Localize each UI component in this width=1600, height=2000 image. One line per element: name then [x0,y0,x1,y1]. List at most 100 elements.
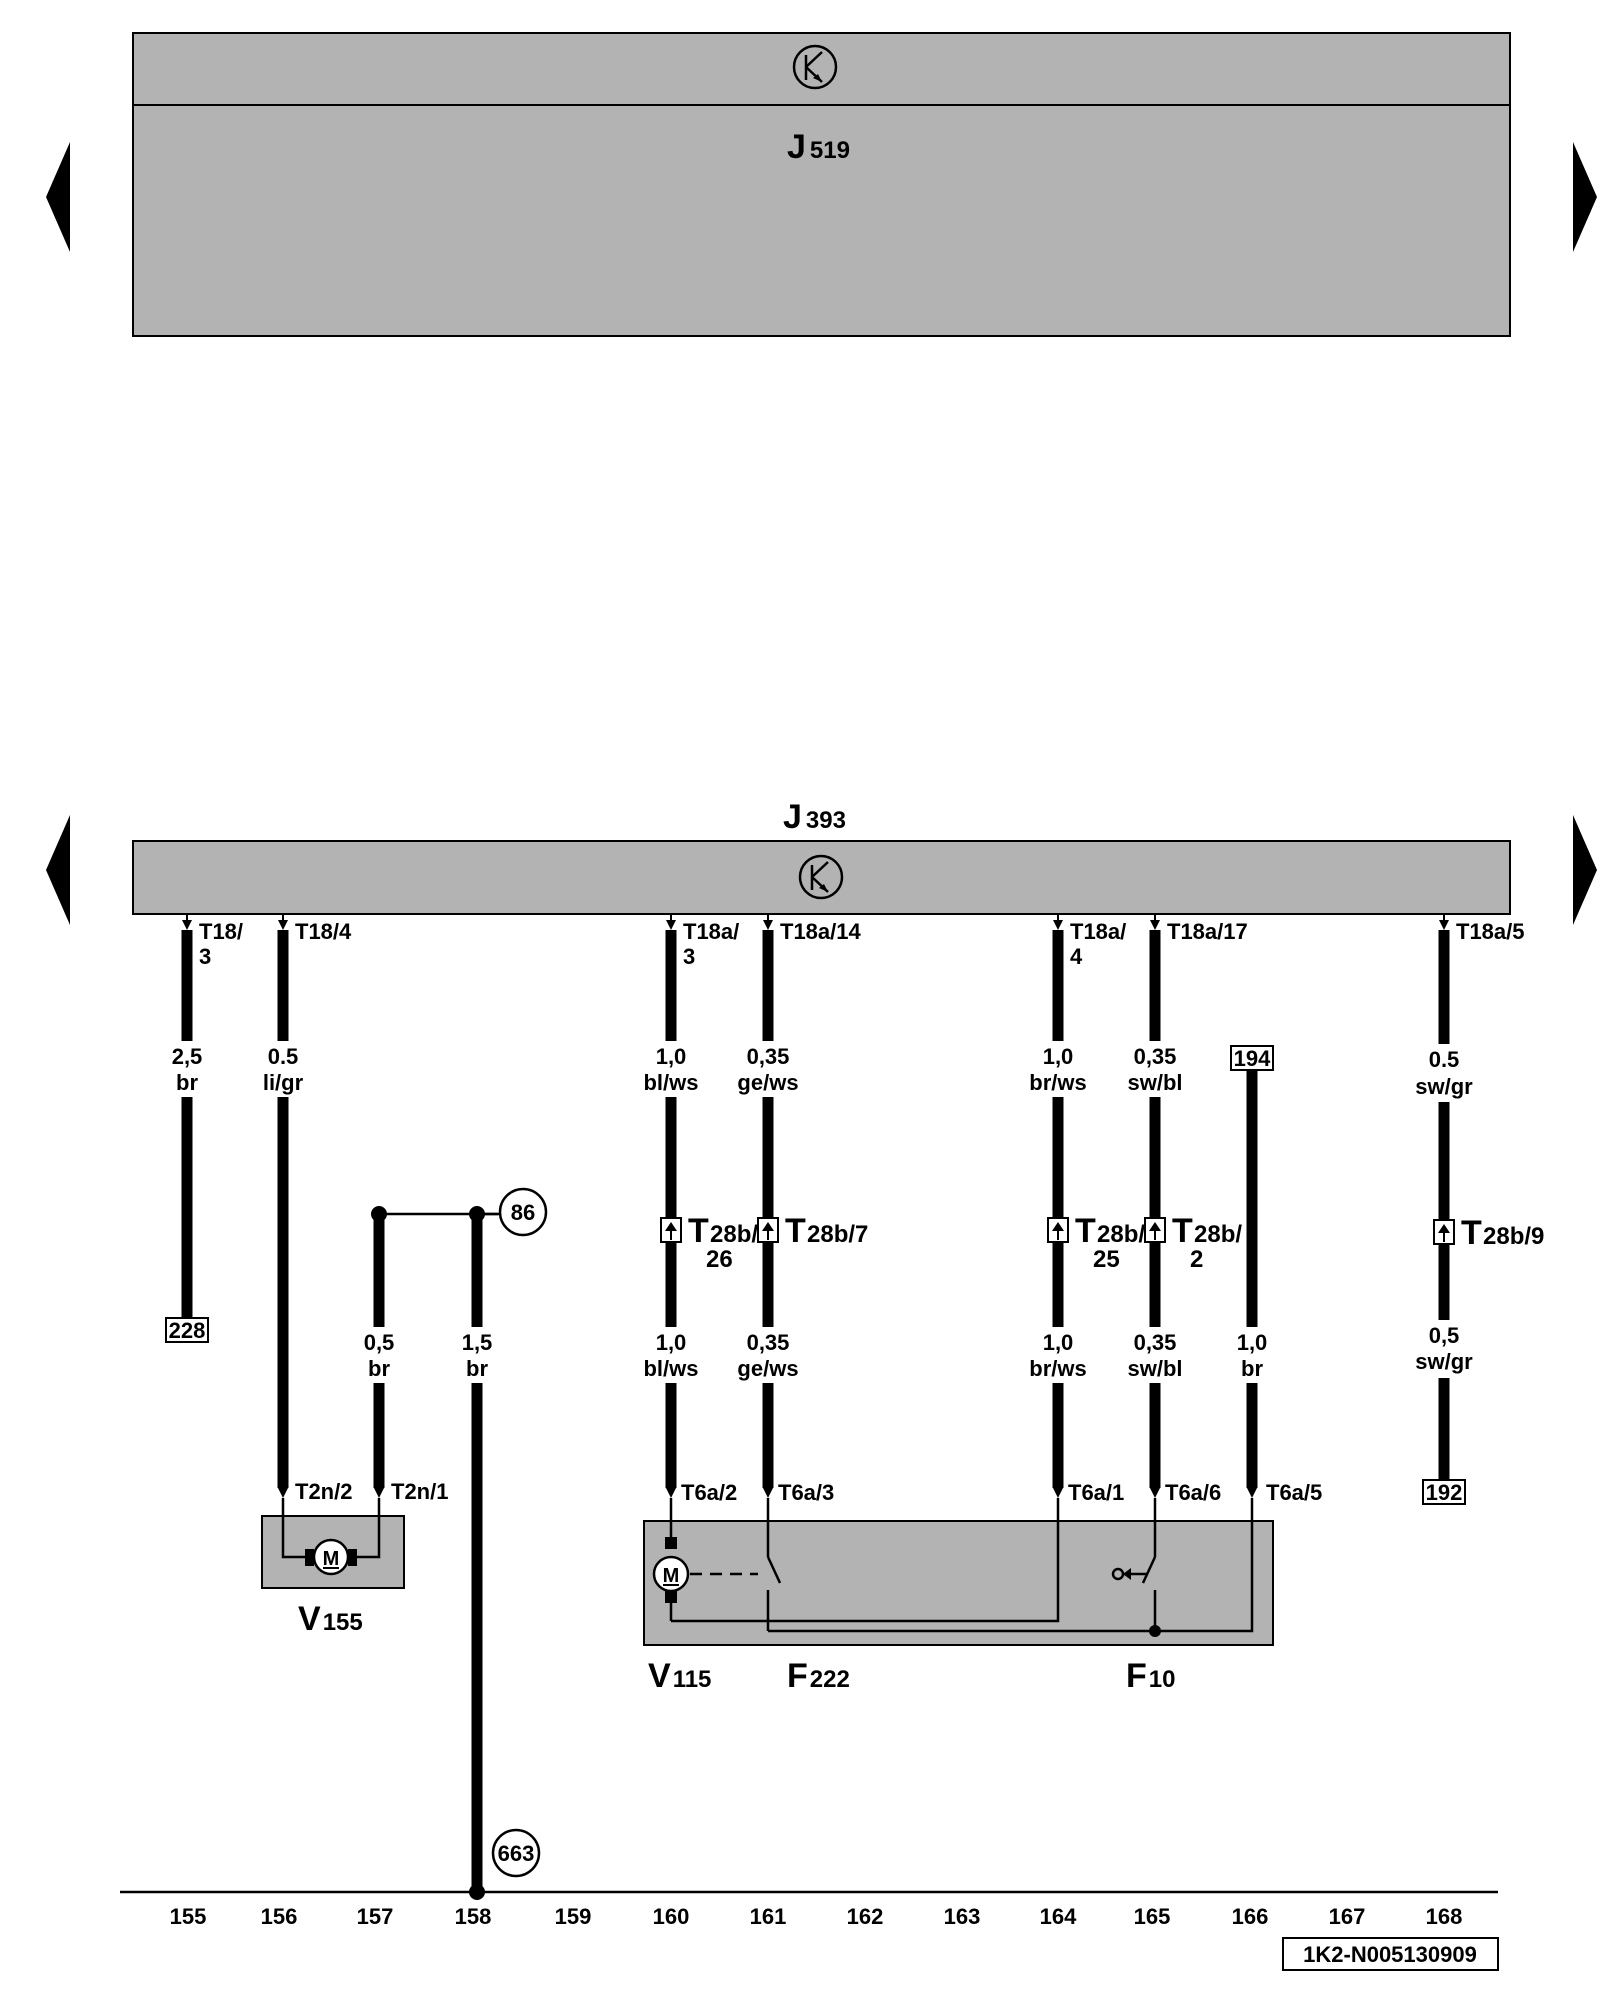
ref-box-192[interactable]: 192 [1422,1479,1466,1505]
f10-label: F10 [1126,1657,1175,1695]
connector-t28b-25: T 28b/ 25 [1047,1212,1145,1273]
svg-text:2,5: 2,5 [172,1044,203,1069]
svg-text:156: 156 [261,1904,298,1929]
pin-t18-3-b: 3 [199,944,211,969]
j519-name: J [787,128,806,166]
svg-text:sw/bl: sw/bl [1127,1356,1182,1381]
svg-text:1,0: 1,0 [656,1044,687,1069]
svg-text:158: 158 [455,1904,492,1929]
svg-text:M: M [323,1548,340,1570]
next-page-bottom-icon[interactable] [1573,815,1597,925]
pin-t18a-5: T18a/5 [1456,919,1525,944]
svg-text:br/ws: br/ws [1029,1356,1086,1381]
svg-text:165: 165 [1134,1904,1171,1929]
svg-text:168: 168 [1426,1904,1463,1929]
component-pin-arrows [278,1488,1257,1498]
svg-text:br: br [1241,1356,1263,1381]
column-numbers: 155 156 157 158 159 160 161 162 163 164 … [170,1904,1463,1929]
control-unit-j393 [132,840,1511,915]
svg-text:1,0: 1,0 [1043,1330,1074,1355]
svg-text:0.5: 0.5 [1429,1047,1460,1072]
svg-text:28b/: 28b/ [710,1221,758,1248]
svg-text:0,5: 0,5 [1429,1323,1460,1348]
svg-text:160: 160 [653,1904,690,1929]
pin-t18a-3-b: 3 [683,944,695,969]
ref-circle-86[interactable]: 86 [498,1187,548,1237]
connector-t28b-7: T 28b/7 [757,1212,868,1250]
svg-text:0,35: 0,35 [747,1330,790,1355]
svg-text:157: 157 [357,1904,394,1929]
svg-text:bl/ws: bl/ws [643,1070,698,1095]
svg-text:159: 159 [555,1904,592,1929]
v115-label: V115 [648,1657,711,1695]
svg-text:T2n/1: T2n/1 [391,1479,448,1504]
svg-text:br: br [176,1070,198,1095]
svg-text:2: 2 [1190,1246,1203,1273]
svg-text:T: T [1172,1212,1193,1250]
svg-text:0,5: 0,5 [364,1330,395,1355]
pin-t18-4: T18/4 [295,919,352,944]
connector-t28b-9: T 28b/9 [1433,1214,1544,1252]
svg-text:T6a/6: T6a/6 [1165,1480,1221,1505]
svg-text:T: T [688,1212,709,1250]
next-page-top-icon[interactable] [1573,142,1597,252]
ref-box-228[interactable]: 228 [165,1317,209,1343]
svg-text:228: 228 [169,1318,206,1343]
svg-text:1,0: 1,0 [1043,1044,1074,1069]
pin-t18a-4: T18a/ [1070,919,1126,944]
svg-text:ge/ws: ge/ws [737,1070,798,1095]
ref-box-194[interactable]: 194 [1230,1045,1274,1071]
svg-text:0,35: 0,35 [747,1044,790,1069]
svg-text:1,0: 1,0 [1237,1330,1268,1355]
svg-text:163: 163 [944,1904,981,1929]
pin-t18a-17: T18a/17 [1167,919,1248,944]
svg-text:164: 164 [1040,1904,1077,1929]
control-unit-icon [792,44,838,90]
svg-text:sw/bl: sw/bl [1127,1070,1182,1095]
connector-t28b-26: T 28b/ 26 [660,1212,758,1273]
control-unit-icon [798,854,844,900]
svg-text:28b/: 28b/ [1097,1221,1145,1248]
pin-t18-3: T18/ [199,919,243,944]
svg-text:li/gr: li/gr [263,1070,304,1095]
pin-t18a-3: T18a/ [683,919,739,944]
svg-text:T: T [1075,1212,1096,1250]
svg-text:T6a/1: T6a/1 [1068,1480,1124,1505]
svg-text:192: 192 [1426,1480,1463,1505]
j393-pin-labels: T18/ 3 T18/4 T18a/ 3 T18a/14 T18a/ 4 T18… [199,919,1525,969]
svg-text:br/ws: br/ws [1029,1070,1086,1095]
svg-text:194: 194 [1234,1046,1271,1071]
lower-wire-labels: 0,5 br 1,5 br 1,0 bl/ws 0,35 ge/ws 1,0 b… [360,1320,1482,1383]
svg-text:28b/9: 28b/9 [1483,1223,1544,1250]
svg-text:T6a/3: T6a/3 [778,1480,834,1505]
svg-text:sw/gr: sw/gr [1415,1074,1473,1099]
svg-text:0,35: 0,35 [1134,1044,1177,1069]
document-code: 1K2-N005130909 [1282,1937,1499,1971]
svg-text:T6a/5: T6a/5 [1266,1480,1322,1505]
svg-text:167: 167 [1329,1904,1366,1929]
ref-circle-663[interactable]: 663 [491,1828,541,1878]
svg-text:155: 155 [170,1904,207,1929]
pin-t18a-4-b: 4 [1070,944,1083,969]
svg-text:0.5: 0.5 [268,1044,299,1069]
connector-t28b-2: T 28b/ 2 [1144,1212,1242,1273]
pin-arrows [182,914,1449,930]
svg-text:166: 166 [1232,1904,1269,1929]
svg-text:161: 161 [750,1904,787,1929]
prev-page-top-icon[interactable] [46,142,70,252]
svg-text:T6a/2: T6a/2 [681,1480,737,1505]
svg-text:T: T [785,1212,806,1250]
svg-text:bl/ws: bl/ws [643,1356,698,1381]
upper-wire-labels: 2,5 br 0.5 li/gr 1,0 bl/ws 0,35 ge/ws 1,… [168,1041,1482,1102]
svg-text:br: br [368,1356,390,1381]
prev-page-bottom-icon[interactable] [46,815,70,925]
svg-text:28b/: 28b/ [1194,1221,1242,1248]
wires [181,930,1450,1892]
svg-text:28b/7: 28b/7 [807,1221,868,1248]
svg-text:T: T [1461,1214,1482,1252]
j519-sub: 519 [810,137,850,164]
